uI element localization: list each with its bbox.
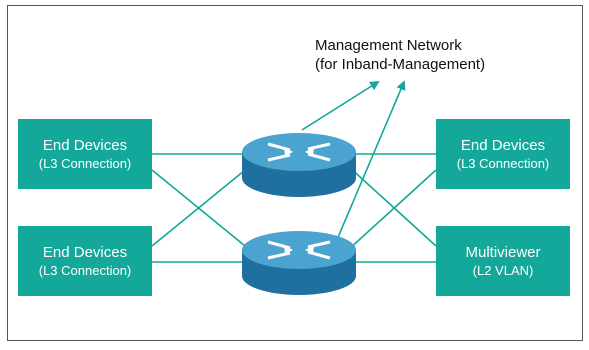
management-network-label: Management Network (for Inband-Managemen…: [315, 36, 485, 74]
node-subtitle: (L3 Connection): [456, 156, 550, 171]
node-title: End Devices: [42, 137, 128, 154]
management-network-subtitle: (for Inband-Management): [315, 56, 486, 73]
node-title: Multiviewer: [465, 244, 541, 261]
router-icon: [242, 231, 356, 295]
multiviewer-node: Multiviewer (L2 VLAN): [436, 226, 570, 296]
end-devices-node-top-left: End Devices (L3 Connection): [18, 119, 152, 189]
node-subtitle: (L2 VLAN): [472, 263, 534, 278]
management-network-title: Management Network: [315, 37, 462, 54]
node-subtitle: (L3 Connection): [38, 156, 132, 171]
node-title: End Devices: [460, 137, 546, 154]
mgmt-arrow-router1: [301, 80, 380, 131]
link-router1-mv: [347, 165, 437, 247]
link-router2-ed3: [347, 169, 437, 251]
mgmt-arrow-router2: [335, 80, 406, 243]
end-devices-node-bottom-left: End Devices (L3 Connection): [18, 226, 152, 296]
link-ed2-router1: [151, 165, 251, 247]
node-title: End Devices: [42, 244, 128, 261]
end-devices-node-top-right: End Devices (L3 Connection): [436, 119, 570, 189]
link-ed1-router2: [151, 169, 251, 251]
router-icon: [242, 133, 356, 197]
node-subtitle: (L3 Connection): [38, 263, 132, 278]
